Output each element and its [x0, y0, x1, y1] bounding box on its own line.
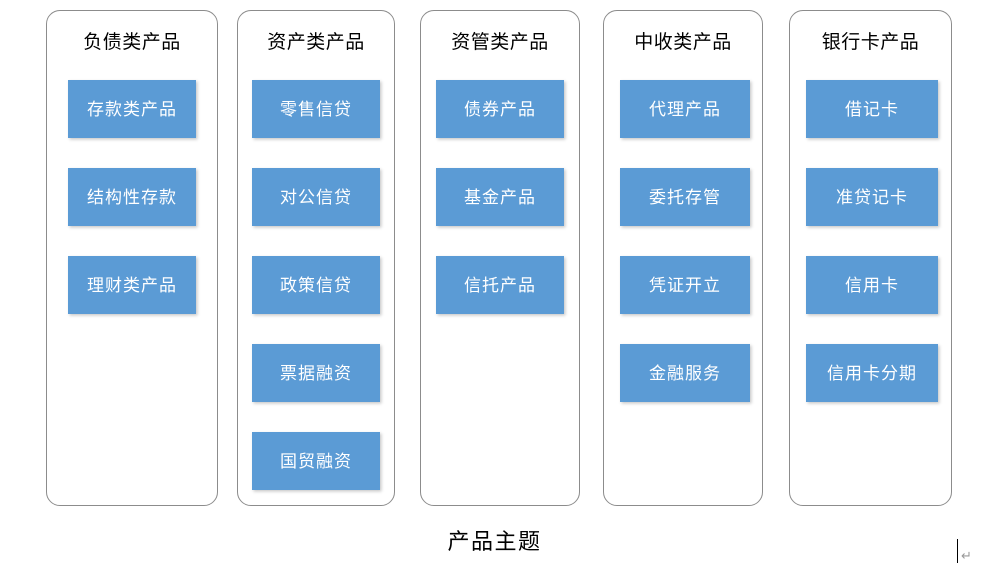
product-box[interactable]: 国贸融资: [252, 432, 380, 490]
product-box[interactable]: 对公信贷: [252, 168, 380, 226]
product-box[interactable]: 信托产品: [436, 256, 564, 314]
text-caret: [957, 539, 958, 563]
product-box[interactable]: 存款类产品: [68, 80, 196, 138]
product-box[interactable]: 债券产品: [436, 80, 564, 138]
diagram-caption: 产品主题: [447, 529, 542, 554]
category-title: 银行卡产品: [821, 32, 920, 53]
product-box[interactable]: 基金产品: [436, 168, 564, 226]
category-title: 资产类产品: [267, 32, 365, 53]
product-box[interactable]: 票据融资: [252, 344, 380, 402]
product-box[interactable]: 信用卡分期: [806, 344, 938, 402]
category-title: 资管类产品: [451, 32, 549, 53]
product-box[interactable]: 金融服务: [620, 344, 750, 402]
category-title: 中收类产品: [634, 32, 732, 53]
product-box[interactable]: 政策信贷: [252, 256, 380, 314]
product-box[interactable]: 结构性存款: [68, 168, 196, 226]
product-box[interactable]: 准贷记卡: [806, 168, 938, 226]
product-box[interactable]: 零售信贷: [252, 80, 380, 138]
product-box[interactable]: 委托存管: [620, 168, 750, 226]
product-box[interactable]: 借记卡: [806, 80, 938, 138]
paragraph-mark-icon: ↵: [961, 548, 972, 563]
product-box[interactable]: 理财类产品: [68, 256, 196, 314]
category-title: 负债类产品: [83, 32, 181, 53]
product-box[interactable]: 代理产品: [620, 80, 750, 138]
product-box[interactable]: 信用卡: [806, 256, 938, 314]
product-box[interactable]: 凭证开立: [620, 256, 750, 314]
